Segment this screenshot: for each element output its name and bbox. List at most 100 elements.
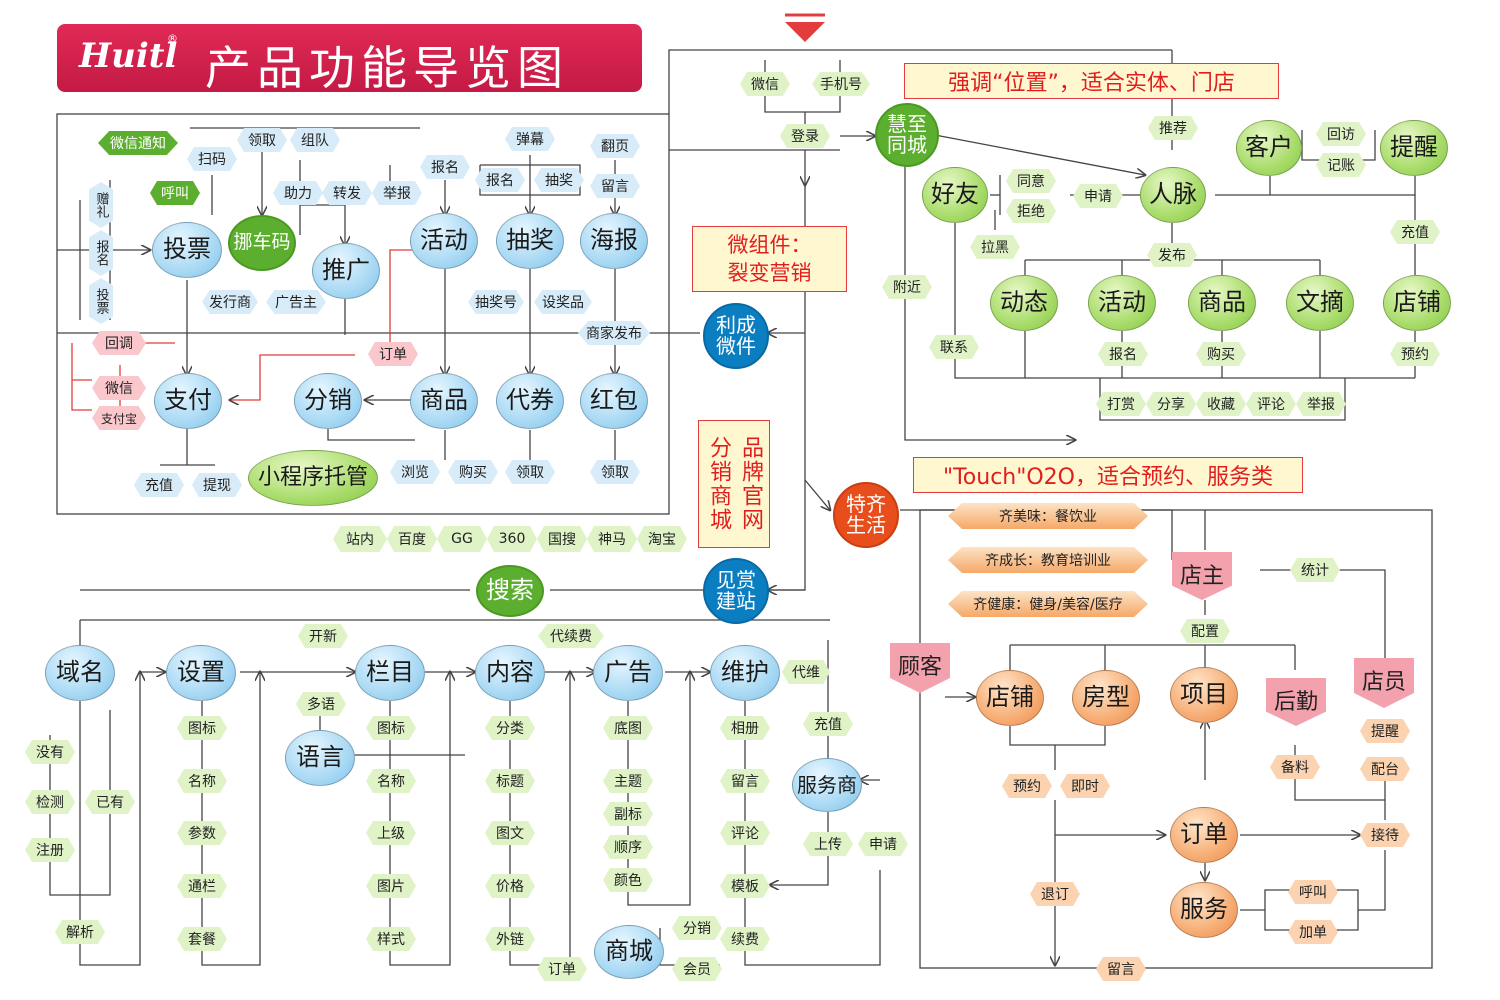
engine-4[interactable]: 国搜 [537, 526, 587, 552]
tag-shangjiafabu[interactable]: 商家发布 [578, 321, 650, 345]
neirong-item[interactable]: 价格 [485, 874, 535, 898]
guanggao-item[interactable]: 主题 [603, 769, 653, 793]
oval-tuiguang[interactable]: 推广 [312, 243, 380, 299]
tag-liuyan[interactable]: 留言 [590, 174, 640, 198]
entry-shoujihao[interactable]: 手机号 [812, 72, 870, 96]
tag-saoma[interactable]: 扫码 [187, 147, 237, 171]
tag-baoming-r[interactable]: 报名 [1098, 342, 1148, 366]
lanmu-item[interactable]: 上级 [366, 821, 416, 845]
tag-choujiang[interactable]: 抽奖 [534, 168, 584, 192]
oval-nuochema[interactable]: 挪车码 [228, 215, 296, 271]
tag-fabu[interactable]: 发布 [1147, 243, 1197, 267]
tag-fenxiao-bl[interactable]: 分销 [672, 916, 722, 940]
oval-toupiao[interactable]: 投票 [152, 222, 222, 278]
oval-shangpin-r[interactable]: 商品 [1188, 275, 1256, 331]
tag-chongzhi[interactable]: 充值 [134, 473, 184, 497]
tag-dashang[interactable]: 打赏 [1096, 392, 1146, 416]
tag-yuyue-r[interactable]: 预约 [1390, 342, 1440, 366]
oval-dongtai[interactable]: 动态 [990, 275, 1058, 331]
tag-goumai-r[interactable]: 购买 [1196, 342, 1246, 366]
tag-baoming1[interactable]: 报名 [420, 155, 470, 179]
tag-zhuce[interactable]: 注册 [25, 838, 75, 862]
oval-xiangmu[interactable]: 项目 [1170, 667, 1238, 723]
tag-weixin[interactable]: 微信 [92, 376, 146, 400]
weihu-item[interactable]: 续费 [720, 927, 770, 951]
entry-weixin[interactable]: 微信 [740, 72, 790, 96]
tag-jiance[interactable]: 检测 [25, 790, 75, 814]
engine-1[interactable]: 百度 [387, 526, 437, 552]
weihu-item[interactable]: 相册 [720, 716, 770, 740]
tag-shoucang[interactable]: 收藏 [1196, 392, 1246, 416]
tag-meiyou[interactable]: 没有 [25, 740, 75, 764]
neirong-item[interactable]: 分类 [485, 716, 535, 740]
engine-6[interactable]: 淘宝 [637, 526, 687, 552]
tag-tuijian[interactable]: 推荐 [1148, 116, 1198, 140]
tag-liulan[interactable]: 浏览 [390, 460, 440, 484]
oval-fuwushang[interactable]: 服务商 [792, 758, 862, 812]
oval-search[interactable]: 搜索 [476, 565, 544, 617]
tag-fanye[interactable]: 翻页 [590, 134, 640, 158]
guanggao-item[interactable]: 颜色 [603, 868, 653, 892]
tag-zudui[interactable]: 组队 [290, 128, 340, 152]
engine-0[interactable]: 站内 [333, 526, 387, 552]
tag-beiliao[interactable]: 备料 [1270, 755, 1320, 779]
tag-jishi[interactable]: 即时 [1060, 774, 1110, 798]
tag-shenqing-b[interactable]: 申请 [858, 832, 908, 856]
tag-jubao-r[interactable]: 举报 [1296, 392, 1346, 416]
oval-hongbao[interactable]: 红包 [580, 373, 648, 429]
oval-fangxing[interactable]: 房型 [1072, 670, 1140, 726]
tag-jujue[interactable]: 拒绝 [1006, 199, 1056, 223]
tag-huiyuan[interactable]: 会员 [672, 957, 722, 981]
engine-5[interactable]: 神马 [587, 526, 637, 552]
oval-huodong-r[interactable]: 活动 [1088, 275, 1156, 331]
tag-faxingshang[interactable]: 发行商 [202, 290, 258, 314]
tag-liuyan-b[interactable]: 留言 [1096, 957, 1146, 981]
oval-guanggao[interactable]: 广告 [593, 645, 663, 701]
tag-dingdan-bl[interactable]: 订单 [537, 957, 587, 981]
neirong-item[interactable]: 图文 [485, 821, 535, 845]
oval-choujiang[interactable]: 抽奖 [496, 213, 564, 269]
tag-daixufei[interactable]: 代续费 [538, 624, 604, 648]
tag-tuiding[interactable]: 退订 [1030, 882, 1080, 906]
tag-tixian[interactable]: 提现 [192, 473, 242, 497]
tag-yuyue-b[interactable]: 预约 [1002, 774, 1052, 798]
oval-haoyou[interactable]: 好友 [922, 167, 988, 223]
tag-peizhi[interactable]: 配置 [1180, 619, 1230, 643]
tag-lahei[interactable]: 拉黑 [970, 235, 1020, 259]
tag-jubao[interactable]: 举报 [372, 181, 422, 205]
oval-wenzhai[interactable]: 文摘 [1286, 275, 1354, 331]
tag-lingqu3[interactable]: 领取 [590, 460, 640, 484]
oval-lanmu[interactable]: 栏目 [355, 645, 425, 701]
hub-jianshang[interactable]: 见赏 建站 [703, 558, 769, 624]
hub-huizhi[interactable]: 慧至 同城 [875, 103, 939, 167]
tag-jiexi[interactable]: 解析 [55, 920, 105, 944]
tag-tongyi[interactable]: 同意 [1006, 169, 1056, 193]
tag-shenqing[interactable]: 申请 [1073, 184, 1123, 208]
shezhi-item[interactable]: 套餐 [177, 927, 227, 951]
oval-haibao[interactable]: 海报 [580, 213, 648, 269]
cat-qijiankang[interactable]: 齐健康：健身/美容/医疗 [948, 591, 1148, 617]
neirong-item[interactable]: 外链 [485, 927, 535, 951]
oval-daiquan[interactable]: 代券 [496, 373, 564, 429]
oval-tixing[interactable]: 提醒 [1380, 120, 1448, 176]
neirong-item[interactable]: 标题 [485, 769, 535, 793]
tag-jiadan[interactable]: 加单 [1288, 920, 1338, 944]
tag-zhifubao[interactable]: 支付宝 [92, 406, 146, 430]
shezhi-item[interactable]: 参数 [177, 821, 227, 845]
tag-shangchuan[interactable]: 上传 [803, 832, 853, 856]
tag-daiwei[interactable]: 代维 [782, 660, 830, 684]
oval-neirong[interactable]: 内容 [475, 645, 545, 701]
tag-hujiao-b[interactable]: 呼叫 [1288, 880, 1338, 904]
lanmu-item[interactable]: 样式 [366, 927, 416, 951]
oval-shangpin[interactable]: 商品 [410, 373, 478, 429]
oval-shangcheng[interactable]: 商城 [594, 925, 664, 979]
tag-huidiao[interactable]: 回调 [92, 331, 146, 355]
tag-dingdan[interactable]: 订单 [368, 342, 418, 366]
tag-hujiao[interactable]: 呼叫 [150, 181, 200, 205]
tag-duoyu[interactable]: 多语 [296, 692, 346, 716]
oval-dingdan-b[interactable]: 订单 [1170, 807, 1238, 863]
tag-chongzhi-r[interactable]: 充值 [1390, 220, 1440, 244]
vtag-zengli[interactable]: 赠礼 [89, 182, 113, 228]
oval-kehu[interactable]: 客户 [1236, 120, 1302, 176]
oval-yuming[interactable]: 域名 [45, 645, 115, 701]
